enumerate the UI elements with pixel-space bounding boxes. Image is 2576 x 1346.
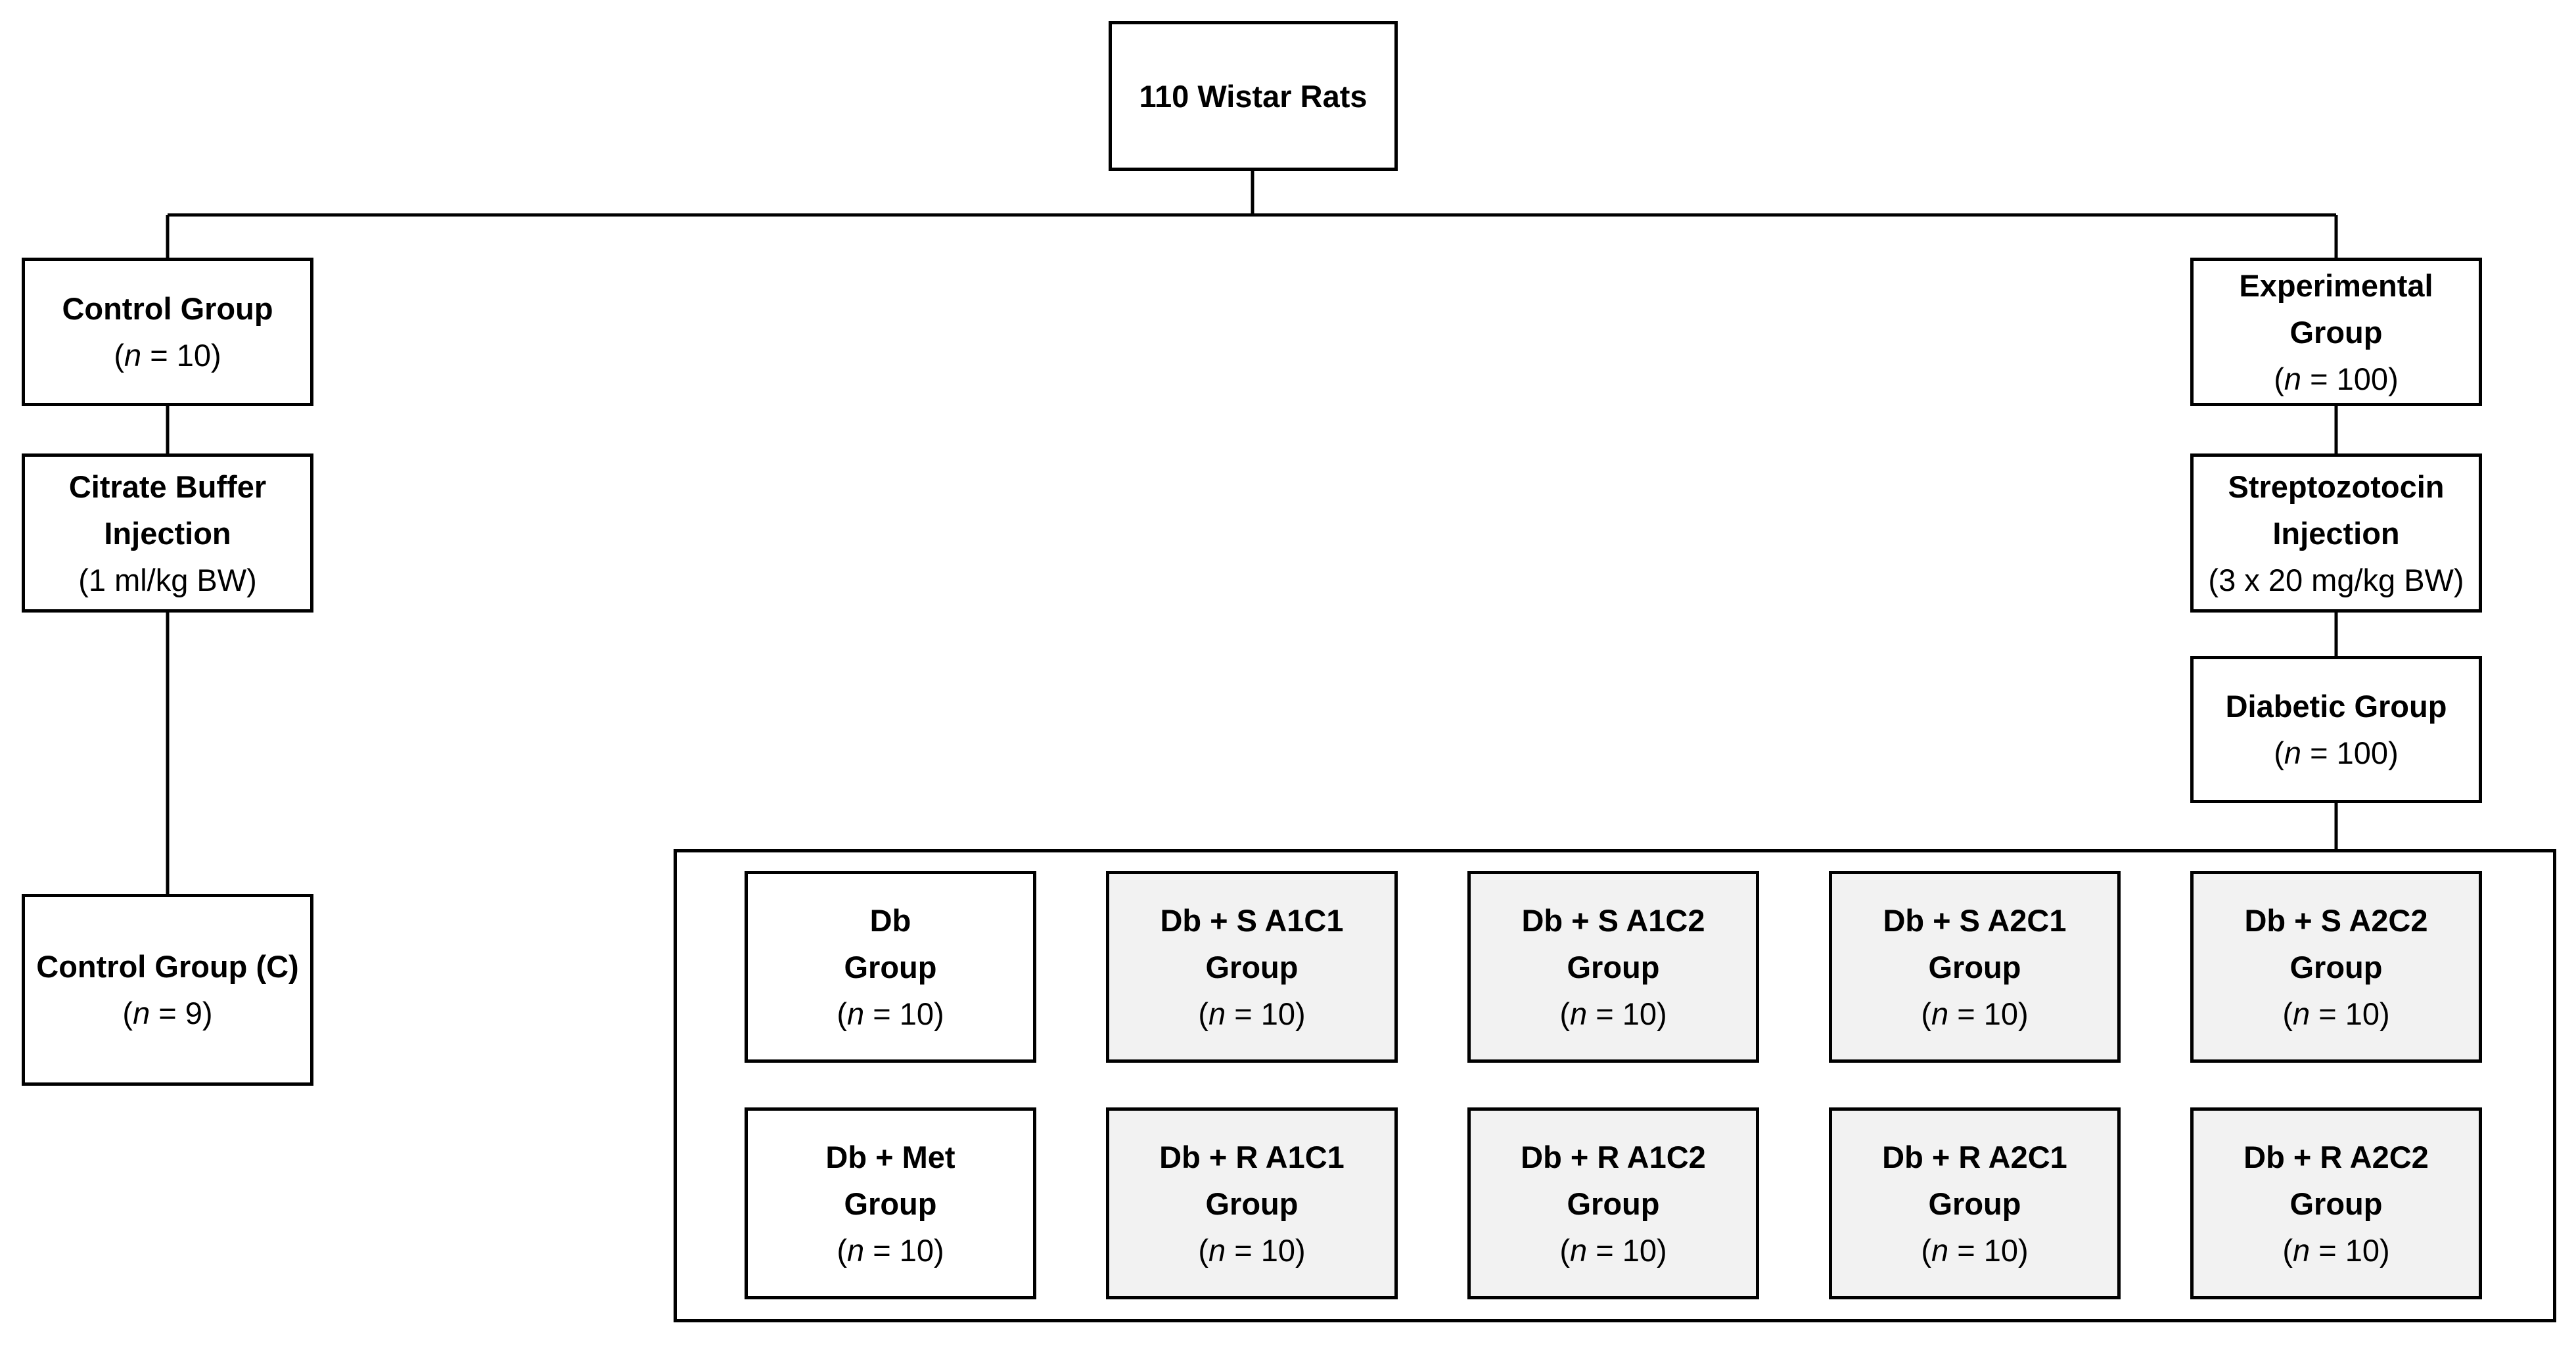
subgroup-label-line2: Group bbox=[1205, 1186, 1299, 1221]
experimental-group-node: Experimental Group (n = 100) bbox=[2190, 258, 2482, 406]
subgroup-label-line1: Db + Met bbox=[825, 1139, 955, 1174]
control-final-node: Control Group (C) (n = 9) bbox=[22, 894, 313, 1086]
root-title: 110 Wistar Rats bbox=[1139, 78, 1368, 114]
subgroup-label-line1: Db + R A2C1 bbox=[1882, 1139, 2067, 1174]
subgroup-label-line2: Group bbox=[2289, 1186, 2383, 1221]
subgroup-label-line1: Db + R A1C1 bbox=[1159, 1139, 1345, 1174]
subgroup-count: (n = 10) bbox=[2282, 996, 2390, 1031]
subgroup-count: (n = 10) bbox=[2282, 1232, 2390, 1268]
subgroup-label-line2: Group bbox=[844, 949, 937, 985]
streptozotocin-title-line2: Injection bbox=[2272, 515, 2400, 551]
subgroup-label-line2: Group bbox=[1205, 949, 1299, 985]
subgroup-count: (n = 10) bbox=[837, 996, 944, 1031]
subgroup-db-r-a2c2: Db + R A2C2 Group (n = 10) bbox=[2190, 1107, 2482, 1299]
subgroup-count: (n = 10) bbox=[1921, 996, 2029, 1031]
subgroup-label-line1: Db + S A1C1 bbox=[1160, 902, 1344, 938]
experimental-group-title-line1: Experimental bbox=[2239, 267, 2433, 303]
subgroup-db-r-a2c1: Db + R A2C1 Group (n = 10) bbox=[1829, 1107, 2121, 1299]
subgroup-db-r-a1c2: Db + R A1C2 Group (n = 10) bbox=[1467, 1107, 1759, 1299]
experimental-group-title-line2: Group bbox=[2289, 314, 2383, 350]
subgroup-count: (n = 10) bbox=[1198, 996, 1306, 1031]
control-final-title: Control Group (C) bbox=[36, 949, 299, 984]
subgroup-label-line1: Db + R A1C2 bbox=[1521, 1139, 1706, 1174]
subgroup-db-met: Db + Met Group (n = 10) bbox=[745, 1107, 1036, 1299]
streptozotocin-dose: (3 x 20 mg/kg BW) bbox=[2208, 562, 2464, 597]
subgroup-db-r-a1c1: Db + R A1C1 Group (n = 10) bbox=[1106, 1107, 1398, 1299]
subgroups-frame bbox=[674, 849, 2556, 1322]
subgroup-label-line1: Db bbox=[869, 902, 911, 938]
subgroup-label-line2: Group bbox=[1928, 949, 2021, 985]
citrate-buffer-title-line2: Injection bbox=[104, 515, 231, 551]
control-final-count: (n = 9) bbox=[122, 996, 213, 1031]
subgroup-label-line2: Group bbox=[844, 1186, 937, 1221]
root-node: 110 Wistar Rats bbox=[1109, 21, 1398, 171]
subgroup-label-line2: Group bbox=[1567, 1186, 1660, 1221]
control-group-title: Control Group bbox=[62, 291, 273, 326]
subgroup-label-line1: Db + S A1C2 bbox=[1521, 902, 1705, 938]
control-group-node: Control Group (n = 10) bbox=[22, 258, 313, 406]
diabetic-group-count: (n = 100) bbox=[2274, 735, 2399, 770]
subgroup-count: (n = 10) bbox=[837, 1232, 944, 1268]
subgroup-db-s-a1c2: Db + S A1C2 Group (n = 10) bbox=[1467, 871, 1759, 1063]
streptozotocin-title-line1: Streptozotocin bbox=[2228, 469, 2445, 504]
streptozotocin-node: Streptozotocin Injection (3 x 20 mg/kg B… bbox=[2190, 453, 2482, 613]
subgroup-label-line1: Db + R A2C2 bbox=[2243, 1139, 2429, 1174]
diabetic-group-node: Diabetic Group (n = 100) bbox=[2190, 656, 2482, 803]
subgroup-db-s-a1c1: Db + S A1C1 Group (n = 10) bbox=[1106, 871, 1398, 1063]
subgroup-label-line2: Group bbox=[1567, 949, 1660, 985]
control-group-count: (n = 10) bbox=[114, 338, 221, 373]
subgroup-label-line1: Db + S A2C2 bbox=[2244, 902, 2428, 938]
citrate-buffer-title-line1: Citrate Buffer bbox=[68, 469, 267, 504]
subgroup-count: (n = 10) bbox=[1559, 996, 1667, 1031]
subgroup-db-s-a2c1: Db + S A2C1 Group (n = 10) bbox=[1829, 871, 2121, 1063]
experimental-group-count: (n = 100) bbox=[2274, 361, 2399, 396]
citrate-buffer-node: Citrate Buffer Injection (1 ml/kg BW) bbox=[22, 453, 313, 613]
subgroup-label-line2: Group bbox=[1928, 1186, 2021, 1221]
subgroup-count: (n = 10) bbox=[1921, 1232, 2029, 1268]
subgroup-count: (n = 10) bbox=[1198, 1232, 1306, 1268]
citrate-buffer-dose: (1 ml/kg BW) bbox=[78, 562, 257, 597]
subgroup-db-s-a2c2: Db + S A2C2 Group (n = 10) bbox=[2190, 871, 2482, 1063]
diabetic-group-title: Diabetic Group bbox=[2225, 689, 2447, 724]
subgroup-label-line2: Group bbox=[2289, 949, 2383, 985]
subgroup-count: (n = 10) bbox=[1559, 1232, 1667, 1268]
subgroup-db: Db Group (n = 10) bbox=[745, 871, 1036, 1063]
subgroup-label-line1: Db + S A2C1 bbox=[1883, 902, 2067, 938]
